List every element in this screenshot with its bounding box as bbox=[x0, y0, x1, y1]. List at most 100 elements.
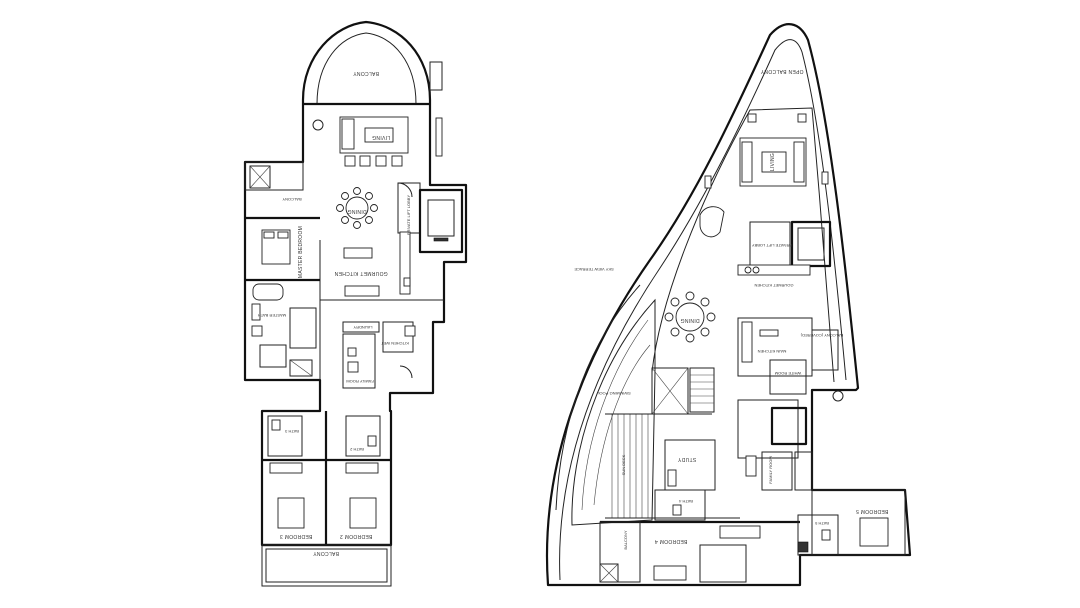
left-family-room bbox=[342, 333, 376, 389]
right-label-bedroom-5: BEDROOM 5 bbox=[856, 508, 889, 514]
left-armchair-4 bbox=[391, 155, 403, 167]
right-ledge bbox=[794, 451, 813, 491]
left-label-balcony-bottom: BALCONY bbox=[313, 550, 339, 556]
right-label-sun-deck: SUN DECK bbox=[621, 454, 626, 475]
left-kitchen-island bbox=[343, 247, 373, 259]
right-side-table bbox=[747, 113, 757, 123]
right-shaft bbox=[797, 541, 809, 553]
left-label-family-room: FAMILY ROOM bbox=[346, 379, 373, 384]
right-hob bbox=[752, 266, 760, 274]
right-label-swimming-pool: SWIMMING POOL bbox=[596, 391, 630, 396]
left-service-door bbox=[399, 365, 413, 379]
right-plan-glass-line bbox=[651, 107, 835, 383]
right-sofa bbox=[793, 141, 805, 183]
left-dining-chair bbox=[365, 216, 373, 224]
left-label-gourmet-kitchen: GOURMET KITCHEN bbox=[334, 270, 387, 276]
left-label-bedroom-3: BEDROOM 3 bbox=[280, 533, 313, 539]
right-label-balcony-covered: BALCONY (COVERED) bbox=[800, 333, 843, 338]
left-label-bath-2: BATH 2 bbox=[349, 447, 363, 452]
right-service-lift bbox=[770, 406, 808, 446]
right-bath-5b bbox=[797, 514, 839, 556]
right-bedroom-5-room bbox=[811, 489, 906, 556]
left-label-dining: DINING bbox=[347, 208, 366, 214]
right-family-room bbox=[761, 451, 793, 491]
left-lobby-door-swing bbox=[397, 182, 413, 198]
left-sink bbox=[404, 325, 416, 337]
right-label-white-room: WHITE ROOM bbox=[775, 371, 801, 376]
left-bath-2 bbox=[345, 415, 381, 457]
left-wardrobe-2 bbox=[345, 462, 379, 474]
right-pool-contour bbox=[581, 319, 649, 511]
left-ledge-hatch bbox=[289, 359, 313, 377]
left-armchair-1 bbox=[344, 155, 356, 167]
right-label-dining: DINING bbox=[680, 317, 699, 323]
right-label-gourmet-kitchen: GOURMET KITCHEN bbox=[754, 283, 793, 288]
right-wardrobe-5 bbox=[719, 525, 761, 539]
right-terrace-edge bbox=[555, 284, 641, 511]
left-shower bbox=[259, 344, 287, 368]
left-bed-2 bbox=[349, 497, 377, 529]
left-label-master-bath: MASTER BATH bbox=[258, 313, 286, 318]
left-bathtub bbox=[252, 283, 284, 301]
left-balcony-planter bbox=[429, 61, 443, 91]
left-floor-plan: BALCONY LIVING DINING PRIVATE LIFT LOBBY… bbox=[243, 20, 468, 587]
left-bath-3-wc bbox=[271, 419, 281, 431]
left-laundry bbox=[342, 321, 380, 333]
left-family-furniture bbox=[347, 361, 359, 373]
left-vanity bbox=[251, 303, 261, 321]
left-walk-in-wardrobe bbox=[289, 307, 317, 349]
right-floor-plan: OPEN BALCONY LIVING PRIVATE LIFT LOBBY G… bbox=[545, 23, 912, 587]
right-kitchen-island bbox=[759, 329, 779, 337]
right-stair-treads bbox=[690, 374, 714, 404]
left-bath-3 bbox=[267, 415, 303, 457]
right-sun-deck-steps bbox=[611, 414, 649, 518]
right-family-sofa bbox=[745, 455, 757, 477]
left-dining-chair bbox=[336, 204, 344, 212]
left-bottom-balcony-inner bbox=[265, 548, 388, 583]
left-tv-console bbox=[435, 117, 443, 157]
right-bath-5 bbox=[699, 544, 747, 583]
right-dining-chair bbox=[685, 291, 695, 301]
right-shell-column bbox=[704, 175, 712, 189]
right-pool-contour bbox=[593, 344, 651, 506]
right-label-sky-view-terrace: SKY VIEW TERRACE bbox=[574, 267, 614, 272]
left-ledge-hatch bbox=[249, 165, 271, 189]
right-stair bbox=[689, 367, 715, 413]
right-label-study: STUDY bbox=[677, 456, 696, 462]
left-wet-kitchen bbox=[382, 321, 414, 353]
right-label-family-room: FAMILY ROOM bbox=[768, 456, 773, 483]
left-label-bedroom-2: BEDROOM 2 bbox=[340, 533, 373, 539]
right-ledge-lower bbox=[599, 563, 619, 583]
right-white-room bbox=[769, 359, 807, 395]
left-label-bath-3: BATH 3 bbox=[284, 429, 298, 434]
left-ledge-2 bbox=[289, 359, 313, 377]
left-lift-door bbox=[433, 237, 449, 242]
right-dining-chair bbox=[664, 312, 674, 322]
left-sofa bbox=[341, 118, 355, 150]
right-label-main-kitchen: MAIN KITCHEN bbox=[758, 349, 787, 354]
right-label-bath-4: BATH 4 bbox=[678, 499, 692, 504]
left-kitchen-fridge bbox=[403, 277, 411, 287]
left-family-furniture bbox=[347, 347, 357, 357]
right-dining-chair bbox=[670, 327, 680, 337]
left-label-lift-lobby: PRIVATE LIFT LOBBY bbox=[406, 195, 411, 236]
left-bed-3 bbox=[277, 497, 305, 529]
left-armchair-2 bbox=[359, 155, 371, 167]
left-dining-chair bbox=[370, 204, 378, 212]
right-bed-4 bbox=[653, 565, 687, 581]
left-ac-ledge bbox=[249, 165, 271, 189]
right-kitchen-counter bbox=[737, 264, 811, 276]
left-kitchen-counter bbox=[344, 285, 380, 297]
right-study-desk bbox=[667, 469, 677, 487]
right-shell-column bbox=[821, 171, 829, 185]
right-lower-balcony bbox=[599, 521, 641, 583]
right-lift-car bbox=[797, 227, 825, 261]
right-utility bbox=[737, 399, 799, 459]
right-sofa bbox=[741, 141, 753, 183]
left-balcony-side bbox=[244, 161, 304, 191]
left-dining-chair bbox=[365, 192, 373, 200]
right-label-bedroom-4: BEDROOM 4 bbox=[655, 538, 688, 544]
left-wc bbox=[251, 325, 263, 337]
right-kitchen-bench bbox=[741, 321, 753, 363]
